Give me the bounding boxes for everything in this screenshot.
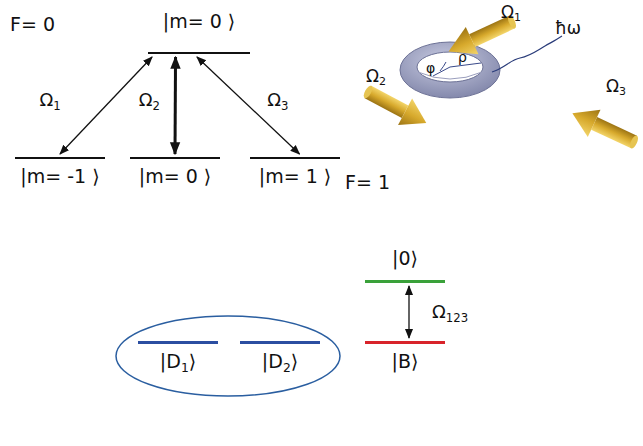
state-label: |D2⟩ [240, 350, 320, 372]
coupling-label: Ω1 [38, 90, 61, 110]
energy-level: |D2⟩ [240, 341, 320, 385]
energy-level: |B⟩ [365, 341, 445, 385]
state-label: |D1⟩ [138, 350, 218, 372]
state-label: |m= 0 ⟩ [148, 10, 250, 32]
laser-beam [358, 77, 433, 136]
annotation-label: ρ [458, 47, 467, 67]
coupling-label: Ω3 [266, 90, 289, 110]
annotation-label: Ω1 [501, 2, 521, 22]
annotation-label: φ [426, 58, 435, 78]
energy-level: |m= 1 ⟩ [250, 157, 340, 205]
state-label: |m= 0 ⟩ [130, 165, 220, 187]
energy-level: |D1⟩ [138, 341, 218, 385]
laser-beam [566, 100, 643, 157]
state-label: |m= -1 ⟩ [15, 165, 105, 187]
annotation-label: F= 0 [10, 14, 55, 34]
transition-arrow [197, 57, 300, 154]
photon-line [492, 36, 562, 72]
energy-level: |0⟩ [365, 243, 445, 283]
coupling-label: Ω123 [431, 302, 469, 322]
annotation-label: Ω2 [366, 66, 386, 86]
annotation-label: ħω [555, 18, 581, 38]
state-label: |0⟩ [365, 247, 445, 269]
state-label: |B⟩ [365, 350, 445, 372]
transition-arrow [174, 57, 178, 154]
dark-state-outline [116, 316, 340, 396]
annotation-label: F= 1 [345, 172, 390, 192]
state-label: |m= 1 ⟩ [250, 165, 340, 187]
energy-level: |m= 0 ⟩ [148, 6, 250, 54]
energy-level: |m= -1 ⟩ [15, 157, 105, 205]
energy-level: |m= 0 ⟩ [130, 157, 220, 205]
coupling-label: Ω2 [138, 90, 161, 110]
annotation-label: Ω3 [606, 76, 626, 96]
transition-arrow [408, 286, 409, 338]
